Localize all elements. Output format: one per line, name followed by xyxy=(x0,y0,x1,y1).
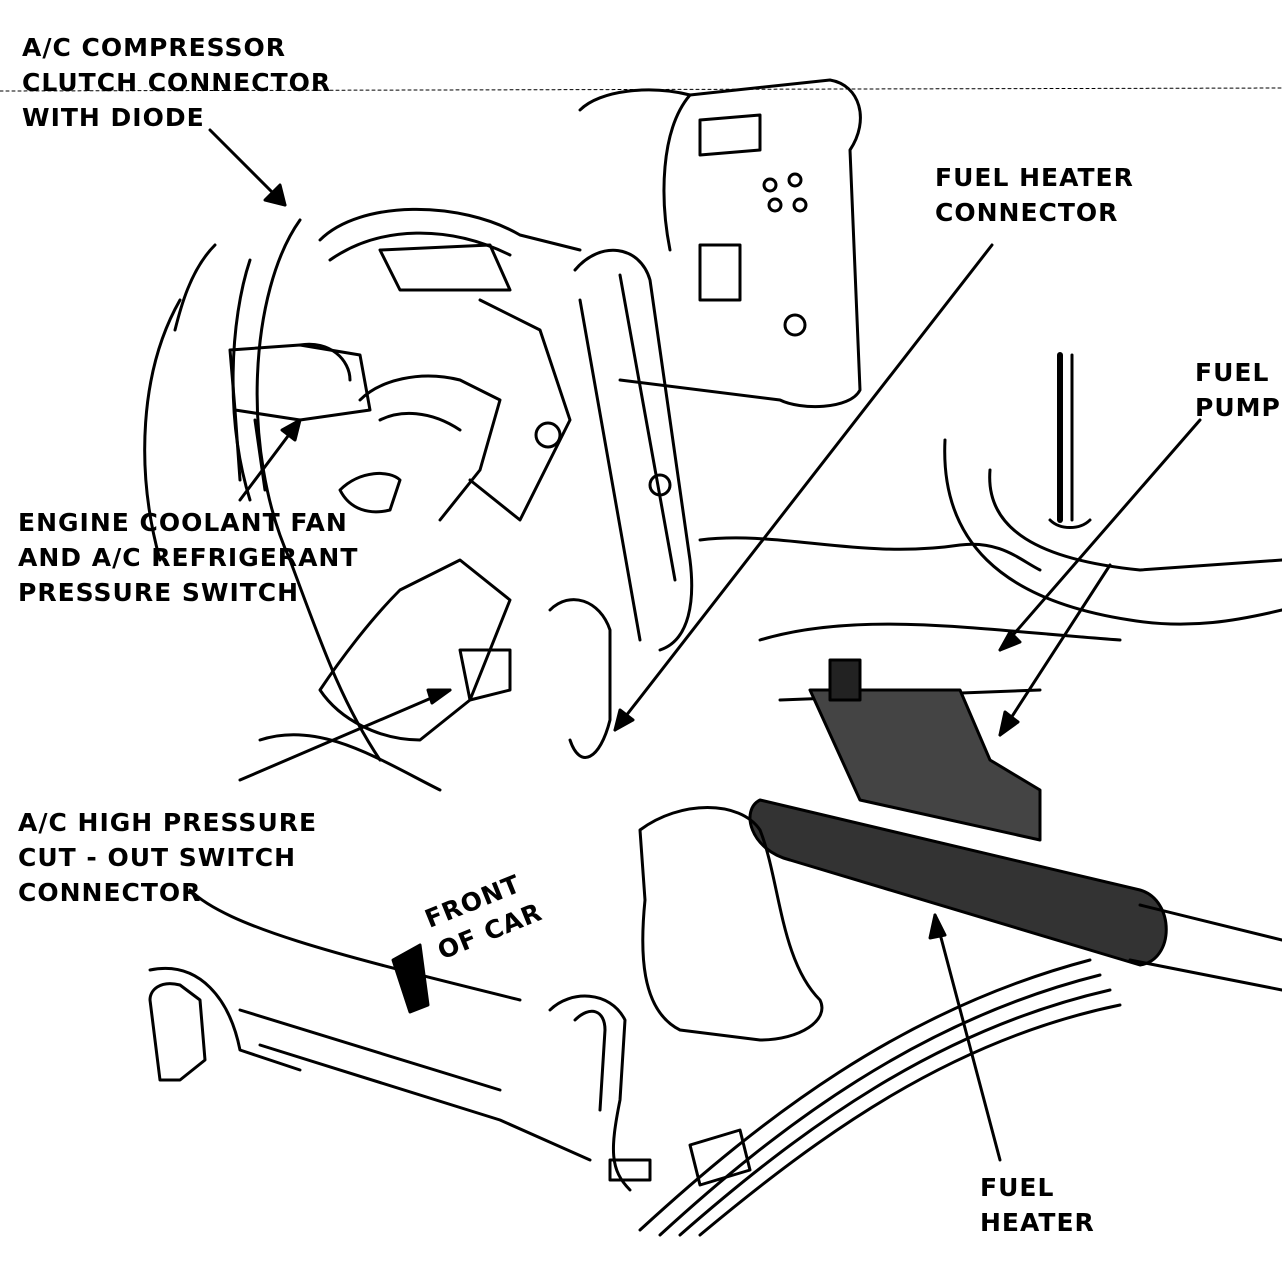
label-line: A/C HIGH PRESSURE xyxy=(18,808,318,837)
label-line: CLUTCH CONNECTOR xyxy=(22,68,332,97)
label-fuel-pump: FUEL PUMP xyxy=(1195,355,1281,425)
label-line: FUEL xyxy=(980,1173,1055,1202)
label-fuel-heater-connector: FUEL HEATER CONNECTOR xyxy=(935,160,1134,230)
label-line: ENGINE COOLANT FAN xyxy=(18,508,348,537)
label-line: AND A/C REFRIGERANT xyxy=(18,543,359,572)
label-ac-high-pressure: A/C HIGH PRESSURE CUT - OUT SWITCH CONNE… xyxy=(18,805,317,910)
label-line: FUEL xyxy=(1195,358,1270,387)
label-line: CONNECTOR xyxy=(18,878,202,907)
label-line: CUT - OUT SWITCH xyxy=(18,843,296,872)
label-line: PUMP xyxy=(1195,393,1281,422)
label-fuel-heater: FUEL HEATER xyxy=(980,1170,1095,1240)
label-engine-coolant-switch: ENGINE COOLANT FAN AND A/C REFRIGERANT P… xyxy=(18,505,358,610)
front-arrow-icon xyxy=(391,943,430,1014)
label-ac-compressor: A/C COMPRESSOR CLUTCH CONNECTOR WITH DIO… xyxy=(22,30,331,135)
label-line: WITH DIODE xyxy=(22,103,205,132)
label-line: PRESSURE SWITCH xyxy=(18,578,300,607)
label-line: FUEL HEATER xyxy=(935,163,1134,192)
label-line: A/C COMPRESSOR xyxy=(22,33,287,62)
label-line: CONNECTOR xyxy=(935,198,1119,227)
label-line: HEATER xyxy=(980,1208,1095,1237)
